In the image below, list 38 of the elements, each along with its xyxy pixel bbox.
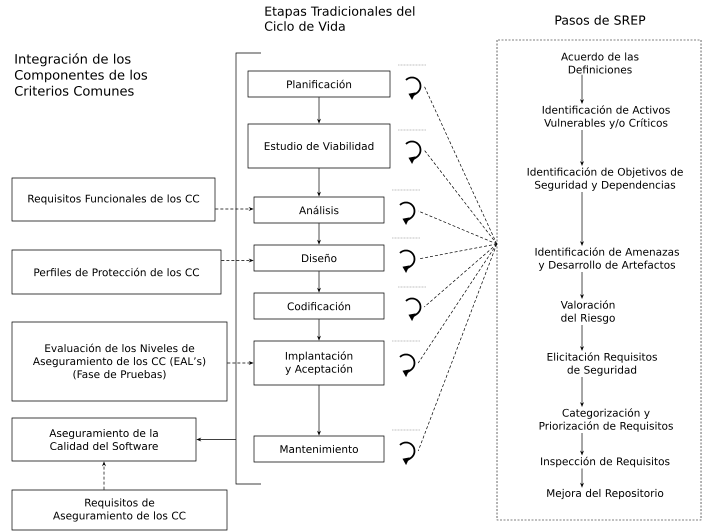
process-box: Análisis bbox=[254, 196, 384, 224]
loop-arrow-icon bbox=[399, 250, 416, 274]
process-box: Requisitos de Aseguramiento de los CC bbox=[12, 490, 228, 530]
step-text: Identificación de Objetivos de Seguridad y Dependencias bbox=[528, 167, 683, 191]
loop-arrow-icon bbox=[405, 140, 422, 164]
step-text: Valoración del Riesgo bbox=[560, 300, 615, 324]
leader-line bbox=[424, 150, 498, 244]
process-box: Perfiles de Protección de los CC bbox=[12, 250, 222, 294]
step-text: Mejora del Repositorio bbox=[547, 488, 664, 500]
process-box: Codificación bbox=[254, 292, 384, 320]
step-text: Inspección de Requisitos bbox=[541, 456, 670, 468]
loop-arrow-icon bbox=[399, 202, 416, 226]
leader-line bbox=[418, 210, 498, 244]
step-text: Elicitación Requisitos de Seguridad bbox=[548, 352, 657, 376]
leader-line bbox=[424, 244, 498, 308]
step-text: Acuerdo de las Definiciones bbox=[561, 52, 639, 74]
leader-line bbox=[418, 244, 498, 452]
heading: Integración de los Componentes de los Criterios Comunes bbox=[14, 53, 148, 96]
process-box: Implantación y Aceptación bbox=[254, 340, 384, 386]
heading: Etapas Tradicionales del Ciclo de Vida bbox=[264, 6, 414, 31]
loop-arrow-icon bbox=[399, 442, 416, 466]
process-box: Aseguramiento de la Calidad del Software bbox=[12, 418, 196, 462]
step-text: Identificación de Amenazas y Desarrollo de Artefactos bbox=[536, 247, 679, 271]
leader-line bbox=[424, 86, 498, 244]
step-text: Categorización y Priorización de Requisitos bbox=[540, 408, 673, 432]
heading: Pasos de SREP bbox=[556, 15, 646, 25]
leader-line bbox=[418, 244, 498, 260]
loop-arrow-icon bbox=[405, 298, 422, 322]
loop-arrow-icon bbox=[399, 354, 416, 378]
process-box: Planificación bbox=[248, 70, 390, 98]
process-box: Estudio de Viabilidad bbox=[248, 124, 390, 168]
step-text: Identificación de Activos Vulnerables y/o Críticos bbox=[542, 105, 670, 129]
process-box: Mantenimiento bbox=[254, 436, 384, 462]
process-box: Requisitos Funcionales de los CC bbox=[12, 178, 216, 222]
process-box: Diseño bbox=[254, 244, 384, 272]
leader-line bbox=[418, 244, 498, 364]
loop-arrow-icon bbox=[405, 76, 422, 100]
process-box: Evaluación de los Niveles de Aseguramiento de los CC (EAL’s) (Fase de Pruebas) bbox=[12, 322, 228, 402]
